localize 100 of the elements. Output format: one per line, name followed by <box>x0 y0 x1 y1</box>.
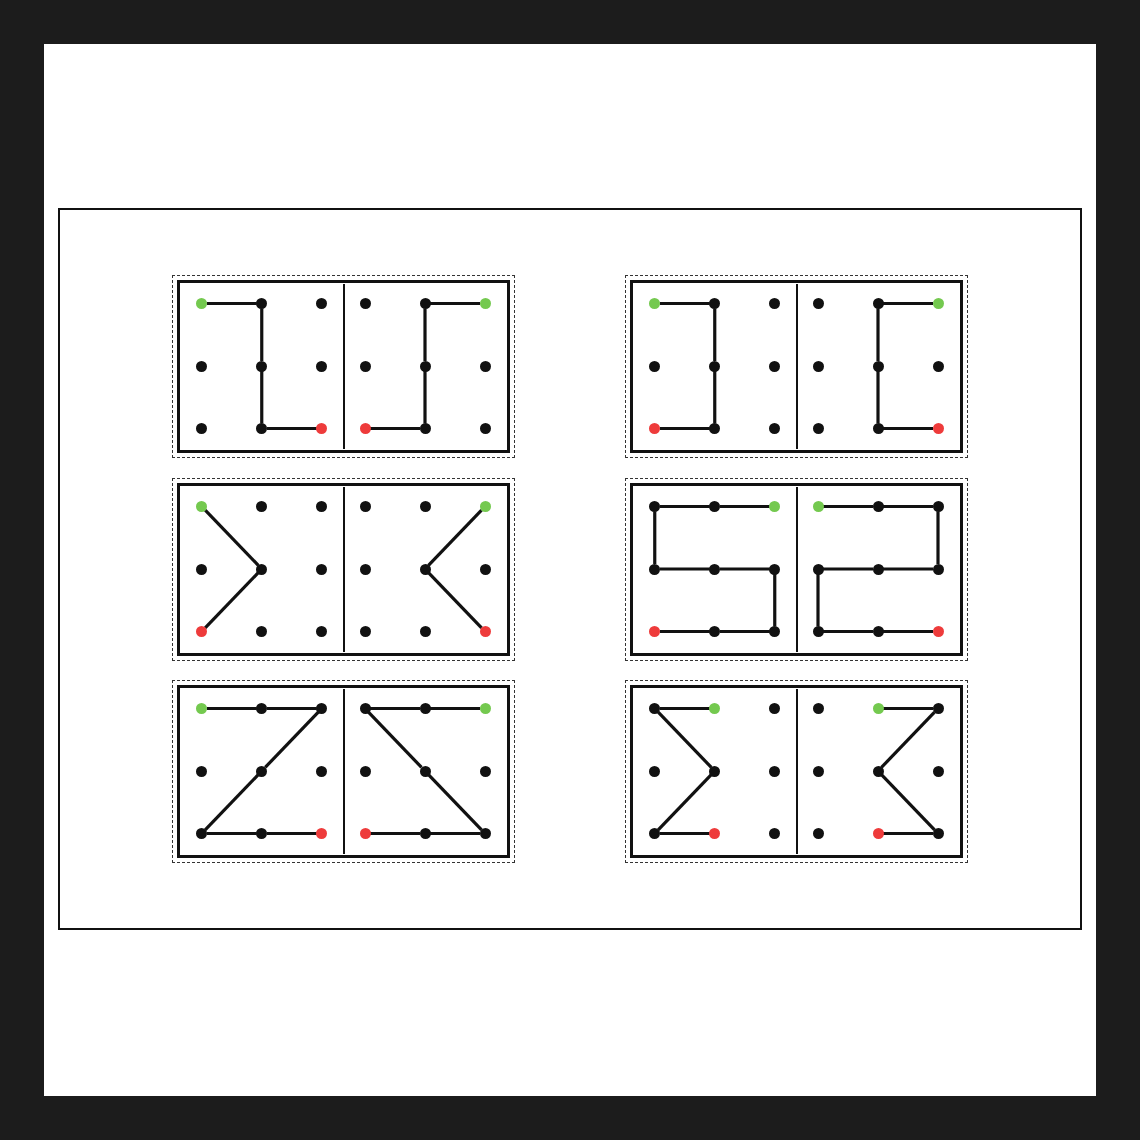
grid-dot <box>709 501 721 512</box>
end-dot <box>196 626 208 637</box>
grid-dot <box>812 765 824 777</box>
grid-dot <box>479 423 491 434</box>
grid-dot <box>419 563 431 575</box>
end-dot <box>359 423 371 434</box>
grid-dot <box>316 626 328 637</box>
grid-dot <box>256 501 268 512</box>
grid-dot <box>769 563 781 575</box>
grid-dot <box>256 423 268 434</box>
grid-dot <box>316 765 328 777</box>
grid-dot <box>812 360 824 372</box>
path-line <box>427 773 483 831</box>
grid-dot <box>709 626 721 637</box>
start-dot <box>872 703 884 714</box>
path-line <box>883 426 933 431</box>
grid-dot <box>872 765 884 777</box>
start-dot <box>479 703 491 714</box>
end-dot <box>649 423 661 434</box>
grid-dot <box>359 563 371 575</box>
path-line <box>370 426 420 431</box>
path-line <box>423 371 427 424</box>
path-line <box>370 706 420 711</box>
grid-dot <box>649 828 661 839</box>
grid-dot <box>769 828 781 839</box>
grid-dot <box>872 501 884 512</box>
path-line <box>204 773 260 831</box>
path-line <box>659 301 710 306</box>
end-dot <box>479 626 491 637</box>
path-line <box>883 504 933 509</box>
grid-dot <box>769 765 781 777</box>
grid-dot <box>359 501 371 512</box>
grid-dot <box>709 765 721 777</box>
path-line <box>719 629 770 634</box>
grid-dot <box>709 563 721 575</box>
grid-dot <box>649 563 661 575</box>
path-line <box>266 426 317 431</box>
path-line <box>719 504 770 509</box>
grid-dot <box>196 563 208 575</box>
grid-dot <box>316 360 328 372</box>
grid-dot <box>812 563 824 575</box>
path-line <box>659 629 710 634</box>
grid-dot <box>359 765 371 777</box>
grid-dot <box>932 828 944 839</box>
path-line <box>880 711 936 769</box>
grid-dot <box>419 501 431 512</box>
grid-dot <box>649 501 661 512</box>
grid-dot <box>709 360 721 372</box>
grid-dot <box>932 563 944 575</box>
grid-dot <box>316 501 328 512</box>
path-line <box>430 706 480 711</box>
grid-dot <box>419 423 431 434</box>
path-line <box>659 706 710 711</box>
path-line <box>883 831 933 836</box>
grid-dot <box>769 298 781 309</box>
end-dot <box>359 828 371 839</box>
grid-dot <box>316 563 328 575</box>
grid-dot <box>812 423 824 434</box>
grid-dot <box>649 360 661 372</box>
start-dot <box>649 298 661 309</box>
path-line <box>876 308 880 361</box>
path-line <box>264 711 320 769</box>
grid-dot <box>419 828 431 839</box>
grid-dot <box>196 423 208 434</box>
end-dot <box>649 626 661 637</box>
path-line <box>260 371 264 424</box>
path-line <box>936 511 940 564</box>
dot-grid-card <box>172 275 515 458</box>
path-line <box>883 706 933 711</box>
grid-dot <box>419 360 431 372</box>
dot-grid-card <box>172 478 515 661</box>
path-line <box>773 574 777 627</box>
grid-dot <box>316 298 328 309</box>
start-dot <box>812 501 824 512</box>
grid-dot <box>479 765 491 777</box>
grid-dot <box>812 626 824 637</box>
grid-dot <box>359 298 371 309</box>
grid-dot <box>256 626 268 637</box>
grid-dot <box>479 563 491 575</box>
grid-dot <box>256 828 268 839</box>
path-line <box>823 629 873 634</box>
dot-grid-card <box>625 275 968 458</box>
dot-grid-card <box>625 680 968 863</box>
grid-dot <box>649 703 661 714</box>
path-line <box>266 706 317 711</box>
dot-grid-card <box>172 680 515 863</box>
grid-dot <box>932 765 944 777</box>
grid-dot <box>419 765 431 777</box>
path-line <box>266 831 317 836</box>
path-line <box>883 567 933 571</box>
grid-dot <box>649 765 661 777</box>
path-line <box>659 504 710 509</box>
path-line <box>719 567 770 571</box>
start-dot <box>932 298 944 309</box>
grid-dot <box>769 423 781 434</box>
grid-dot <box>932 360 944 372</box>
grid-dot <box>479 360 491 372</box>
path-line <box>260 308 264 361</box>
start-dot <box>196 501 208 512</box>
path-line <box>880 773 936 831</box>
